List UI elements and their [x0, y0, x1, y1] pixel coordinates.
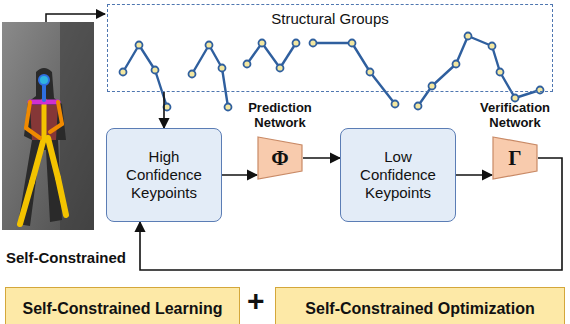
network-name: Verification Network — [470, 100, 560, 130]
network-block: Prediction NetworkΦ — [235, 100, 325, 180]
photo-arrow — [46, 14, 105, 22]
plus-sign: + — [247, 284, 265, 318]
network-symbol: Γ — [508, 146, 521, 171]
flow-arrow — [303, 157, 340, 159]
network-shape: Γ — [492, 136, 538, 180]
skeleton-overlay — [20, 75, 66, 224]
box-text: Self-Constrained Optimization — [305, 300, 534, 318]
network-shape: Φ — [257, 136, 303, 180]
photo — [2, 22, 94, 230]
group-panel: Structural Groups — [107, 4, 553, 92]
process-box: High Confidence Keypoints — [106, 128, 222, 222]
box-text: Low Confidence Keypoints — [347, 148, 449, 202]
method-box: Self-Constrained Learning — [5, 287, 240, 324]
structural-group-figures — [123, 36, 540, 107]
network-name: Prediction Network — [235, 100, 325, 130]
flow-arrow — [163, 92, 165, 128]
flow-arrow — [222, 174, 257, 176]
flow-arrow — [456, 174, 492, 176]
network-block: Verification NetworkΓ — [470, 100, 560, 180]
joint-dots — [120, 33, 544, 111]
panel-title: Structural Groups — [271, 10, 389, 27]
box-text: High Confidence Keypoints — [113, 148, 215, 202]
box-text: Self-Constrained Learning — [22, 300, 222, 318]
method-box: Self-Constrained Optimization — [275, 287, 565, 324]
loop-label: Self-Constrained — [6, 249, 126, 266]
network-symbol: Φ — [271, 146, 288, 171]
process-box: Low Confidence Keypoints — [340, 128, 456, 222]
